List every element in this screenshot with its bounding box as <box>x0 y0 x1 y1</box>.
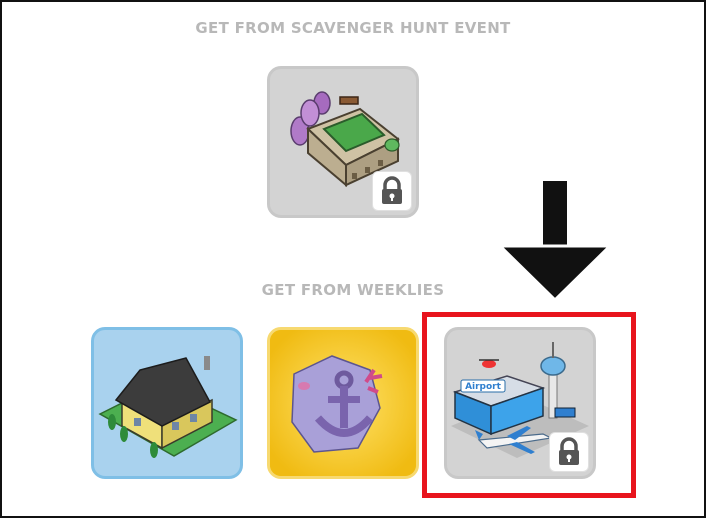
anchor-island-icon <box>270 330 416 476</box>
airport-icon: Airport <box>451 342 589 458</box>
down-arrow-icon <box>498 179 614 302</box>
anchor-island-card[interactable] <box>267 327 419 479</box>
weeklies-heading: GET FROM WEEKLIES <box>261 281 445 299</box>
yellow-house-card[interactable] <box>91 327 243 479</box>
yellow-house-icon <box>98 356 238 458</box>
airport-highlight-box <box>422 312 636 498</box>
lock-icon <box>382 176 402 204</box>
lock-icon <box>559 437 579 465</box>
building-with-rooftop-garden-icon <box>290 91 400 188</box>
airport-card[interactable]: Airport <box>444 327 596 479</box>
lock-badge <box>372 171 412 211</box>
lock-badge <box>549 432 589 472</box>
airport-sign: Airport <box>465 382 502 392</box>
garden-building-card[interactable] <box>267 66 419 218</box>
scavenger-hunt-heading: GET FROM SCAVENGER HUNT EVENT <box>195 19 511 37</box>
